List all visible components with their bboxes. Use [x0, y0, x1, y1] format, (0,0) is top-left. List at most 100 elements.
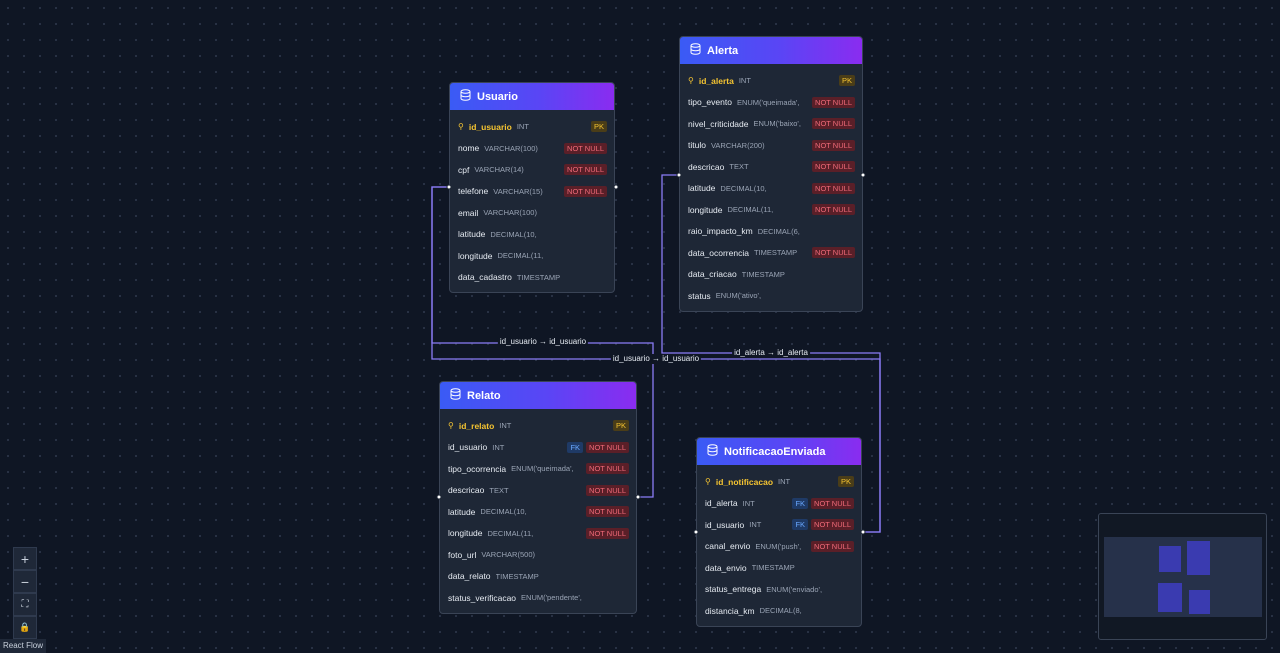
column-type: ENUM('baixo',	[753, 119, 801, 129]
column-row: data_relato TIMESTAMP	[440, 566, 636, 588]
target-handle-notificacaoenviada[interactable]	[693, 529, 699, 535]
table-header[interactable]: Relato	[440, 382, 636, 409]
minimap-node-usuario	[1159, 546, 1181, 572]
not-null-badge: NOT NULL	[564, 142, 607, 154]
column-badges: PK	[838, 75, 855, 87]
table-header[interactable]: NotificacaoEnviada	[697, 438, 861, 465]
column-type: DECIMAL(10,	[480, 507, 527, 517]
column-name: tipo_ocorrencia	[448, 463, 507, 474]
column-name: canal_envio	[705, 541, 751, 552]
column-type: ENUM('enviado',	[766, 584, 823, 594]
column-type: TIMESTAMP	[751, 563, 795, 573]
column-badges: NOT NULL	[812, 247, 855, 259]
table-title: Usuario	[477, 90, 518, 103]
column-type: DECIMAL(6,	[757, 226, 800, 236]
not-null-badge: NOT NULL	[586, 441, 629, 453]
react-flow-attribution[interactable]: React Flow	[0, 639, 47, 653]
column-name: id_alerta	[705, 498, 738, 509]
zoom-out-button[interactable]: −	[13, 570, 37, 593]
lock-button[interactable]: 🔒	[13, 616, 37, 639]
column-type: ENUM('pendente',	[521, 593, 582, 603]
source-handle-usuario[interactable]	[613, 184, 619, 190]
table-header[interactable]: Alerta	[680, 37, 862, 64]
column-type: VARCHAR(500)	[481, 550, 535, 560]
zoom-in-button[interactable]: +	[13, 547, 37, 570]
pk-badge: PK	[612, 420, 629, 432]
column-type: VARCHAR(100)	[484, 143, 538, 153]
database-icon	[460, 88, 477, 106]
not-null-badge: NOT NULL	[812, 96, 855, 108]
column-type: TIMESTAMP	[495, 571, 539, 581]
column-name: tipo_evento	[688, 97, 732, 108]
key-icon: ⚲	[458, 122, 464, 132]
column-name: latitude	[458, 229, 486, 240]
column-badges: NOT NULL	[812, 118, 855, 130]
column-type: INT	[492, 442, 505, 452]
key-icon: ⚲	[688, 76, 694, 86]
column-name: nome	[458, 143, 480, 154]
flow-controls: + − ⛶ 🔒	[13, 547, 37, 639]
column-type: ENUM('ativo',	[715, 291, 762, 301]
column-type: DECIMAL(11,	[487, 528, 534, 538]
fk-badge: FK	[792, 519, 809, 531]
edge-label-usuario-notificacao: id_usuario → id_usuario	[610, 354, 702, 364]
column-badges: NOT NULL	[586, 484, 629, 496]
column-type: INT	[738, 76, 751, 86]
column-type: TIMESTAMP	[741, 269, 785, 279]
column-row: distancia_km DECIMAL(8,	[697, 600, 861, 622]
source-handle-notificacaoenviada[interactable]	[860, 529, 866, 535]
column-badges: NOT NULL	[586, 463, 629, 475]
column-type: INT	[749, 520, 762, 530]
column-name: distancia_km	[705, 605, 755, 616]
table-title: Alerta	[707, 44, 739, 57]
table-header[interactable]: Usuario	[450, 83, 614, 110]
edge-label-alerta-notificacao: id_alerta → id_alerta	[732, 348, 810, 358]
fk-badge: FK	[567, 441, 584, 453]
target-handle-alerta[interactable]	[676, 172, 682, 178]
not-null-badge: NOT NULL	[812, 118, 855, 130]
pk-badge: PK	[838, 75, 855, 87]
column-badges: NOT NULL	[586, 527, 629, 539]
minimap[interactable]	[1098, 513, 1267, 640]
column-type: DECIMAL(8,	[759, 606, 802, 616]
column-name: email	[458, 207, 479, 218]
fk-badge: FK	[792, 497, 809, 509]
column-name: nivel_criticidade	[688, 118, 749, 129]
source-handle-alerta[interactable]	[860, 172, 866, 178]
column-type: VARCHAR(200)	[710, 140, 765, 150]
column-badges: NOT NULL	[564, 142, 607, 154]
target-handle-usuario[interactable]	[446, 184, 452, 190]
pk-badge: PK	[590, 121, 607, 133]
column-name: data_relato	[448, 571, 491, 582]
target-handle-relato[interactable]	[436, 494, 442, 500]
column-badges: NOT NULL	[564, 185, 607, 197]
column-badges: PK	[837, 476, 854, 488]
column-type: TIMESTAMP	[516, 272, 561, 282]
key-icon: ⚲	[448, 421, 454, 431]
fit-view-button[interactable]: ⛶	[13, 593, 37, 616]
source-handle-relato[interactable]	[635, 494, 641, 500]
minimap-node-alerta	[1187, 541, 1210, 575]
